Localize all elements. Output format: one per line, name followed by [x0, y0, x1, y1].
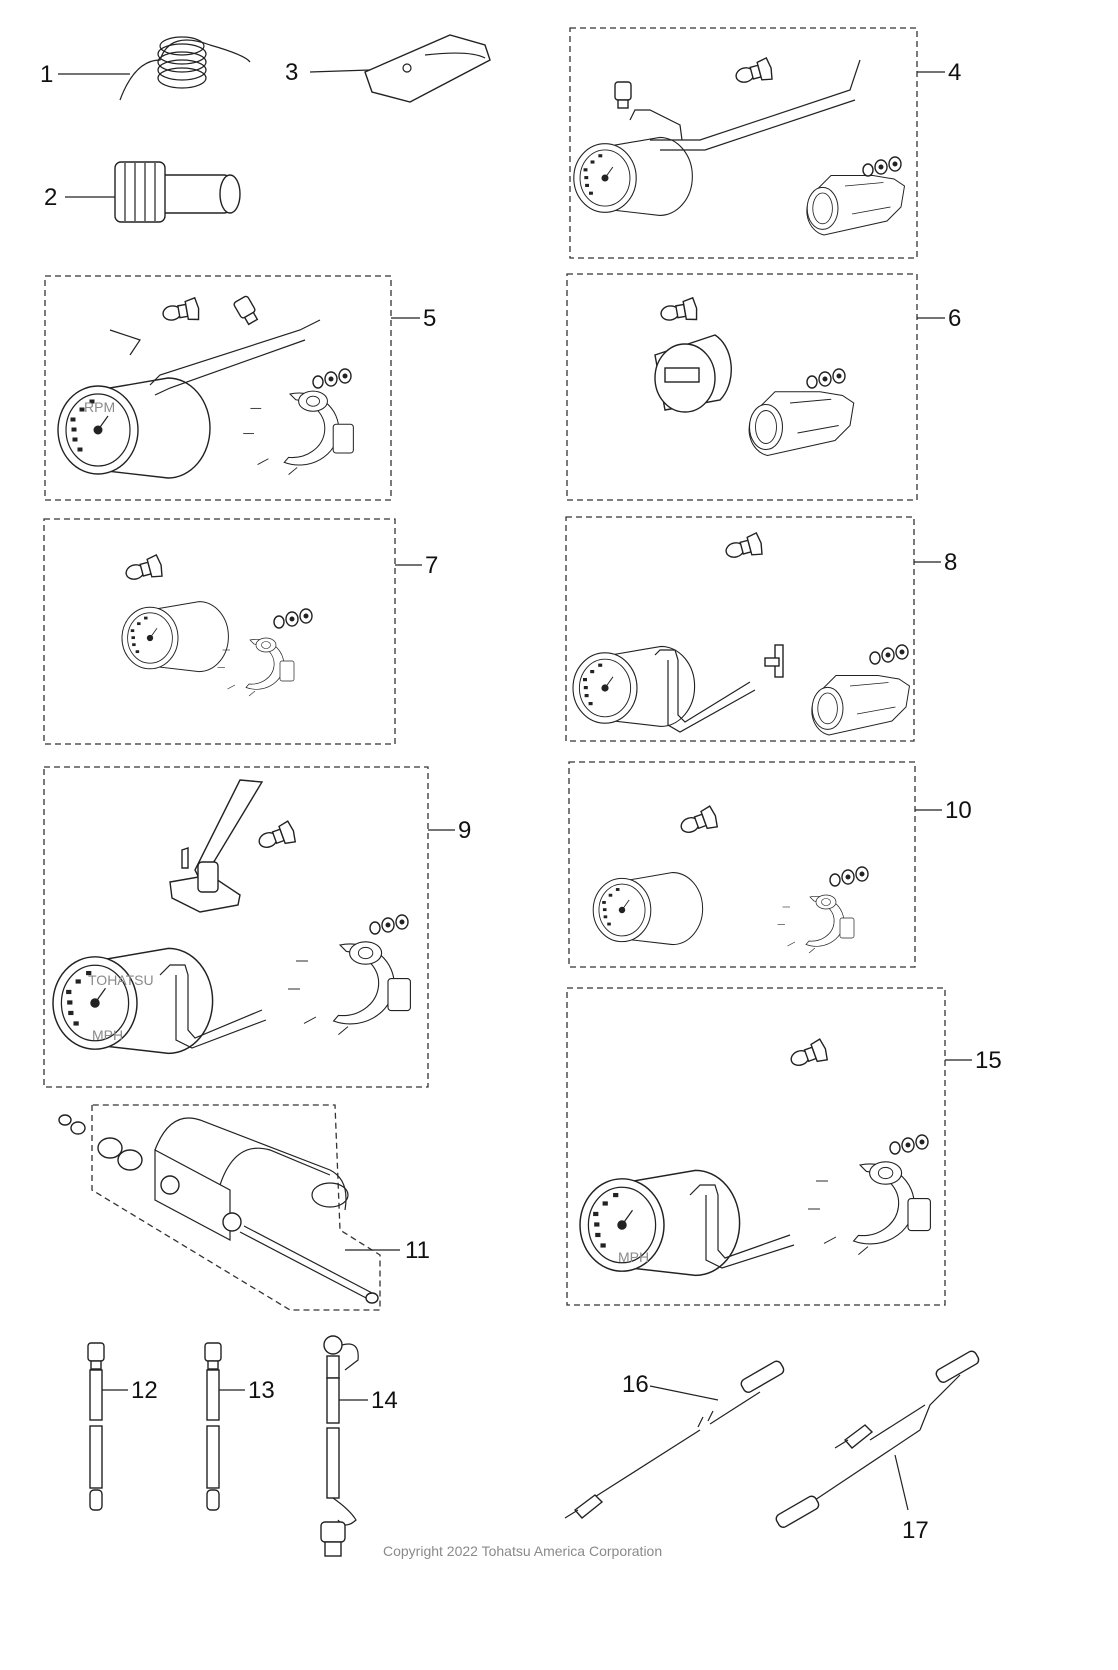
- part-17-y-cable: [775, 1350, 980, 1528]
- callout-12: 12: [131, 1377, 158, 1404]
- part-16-extension-cable: [564, 1360, 785, 1519]
- callout-9: 9: [458, 817, 471, 844]
- gauge-mph-label-15: MPH: [618, 1249, 649, 1265]
- callout-11: 11: [405, 1237, 430, 1264]
- gauge-brand-label: TOHATSU: [88, 972, 154, 988]
- part-6-hourmeter: [654, 296, 855, 457]
- callout-10: 10: [945, 797, 972, 824]
- gauge-rpm-label: RPM: [84, 399, 115, 415]
- part-4-tachometer: [573, 56, 905, 236]
- copyright-notice: Copyright 2022 Tohatsu America Corporati…: [383, 1543, 662, 1559]
- part-9-speedometer: TOHATSU MPH: [52, 779, 411, 1055]
- box-7: [43, 518, 396, 745]
- callout-15: 15: [975, 1047, 1002, 1074]
- part-8-water-pressure-gauge: [572, 531, 910, 736]
- box-6: [566, 273, 918, 501]
- callout-14: 14: [371, 1387, 398, 1414]
- box-8: [565, 516, 915, 742]
- part-2-fitting: [114, 161, 241, 223]
- callout-13: 13: [248, 1377, 275, 1404]
- callout-5: 5: [423, 305, 436, 332]
- box-4: [569, 27, 918, 259]
- part-15-speedometer: MPH: [579, 1037, 931, 1277]
- callout-2: 2: [44, 184, 57, 211]
- part-10-gauge: [592, 804, 869, 954]
- gauge-mph-label: MPH: [92, 1027, 123, 1043]
- box-9: [43, 766, 429, 1088]
- callout-6: 6: [948, 305, 961, 332]
- part-13-cable: [204, 1342, 222, 1511]
- part-1-coil: [119, 36, 251, 101]
- callout-4: 4: [948, 59, 961, 86]
- part-3-pad: [364, 34, 491, 103]
- part-12-cable: [87, 1342, 105, 1511]
- callout-3: 3: [285, 59, 298, 86]
- callout-1: 1: [40, 61, 53, 88]
- box-15: [566, 987, 946, 1306]
- part-11-panel-bracket: [58, 1104, 381, 1311]
- box-5: [44, 275, 392, 501]
- part-14-harness: [320, 1335, 359, 1557]
- part-5-tachometer-rpm: RPM: [57, 294, 354, 479]
- box-10: [568, 761, 916, 968]
- part-7-gauge: [121, 553, 313, 697]
- callout-8: 8: [944, 549, 957, 576]
- callout-16: 16: [622, 1371, 649, 1398]
- callout-7: 7: [425, 552, 438, 579]
- callout-17: 17: [902, 1517, 929, 1544]
